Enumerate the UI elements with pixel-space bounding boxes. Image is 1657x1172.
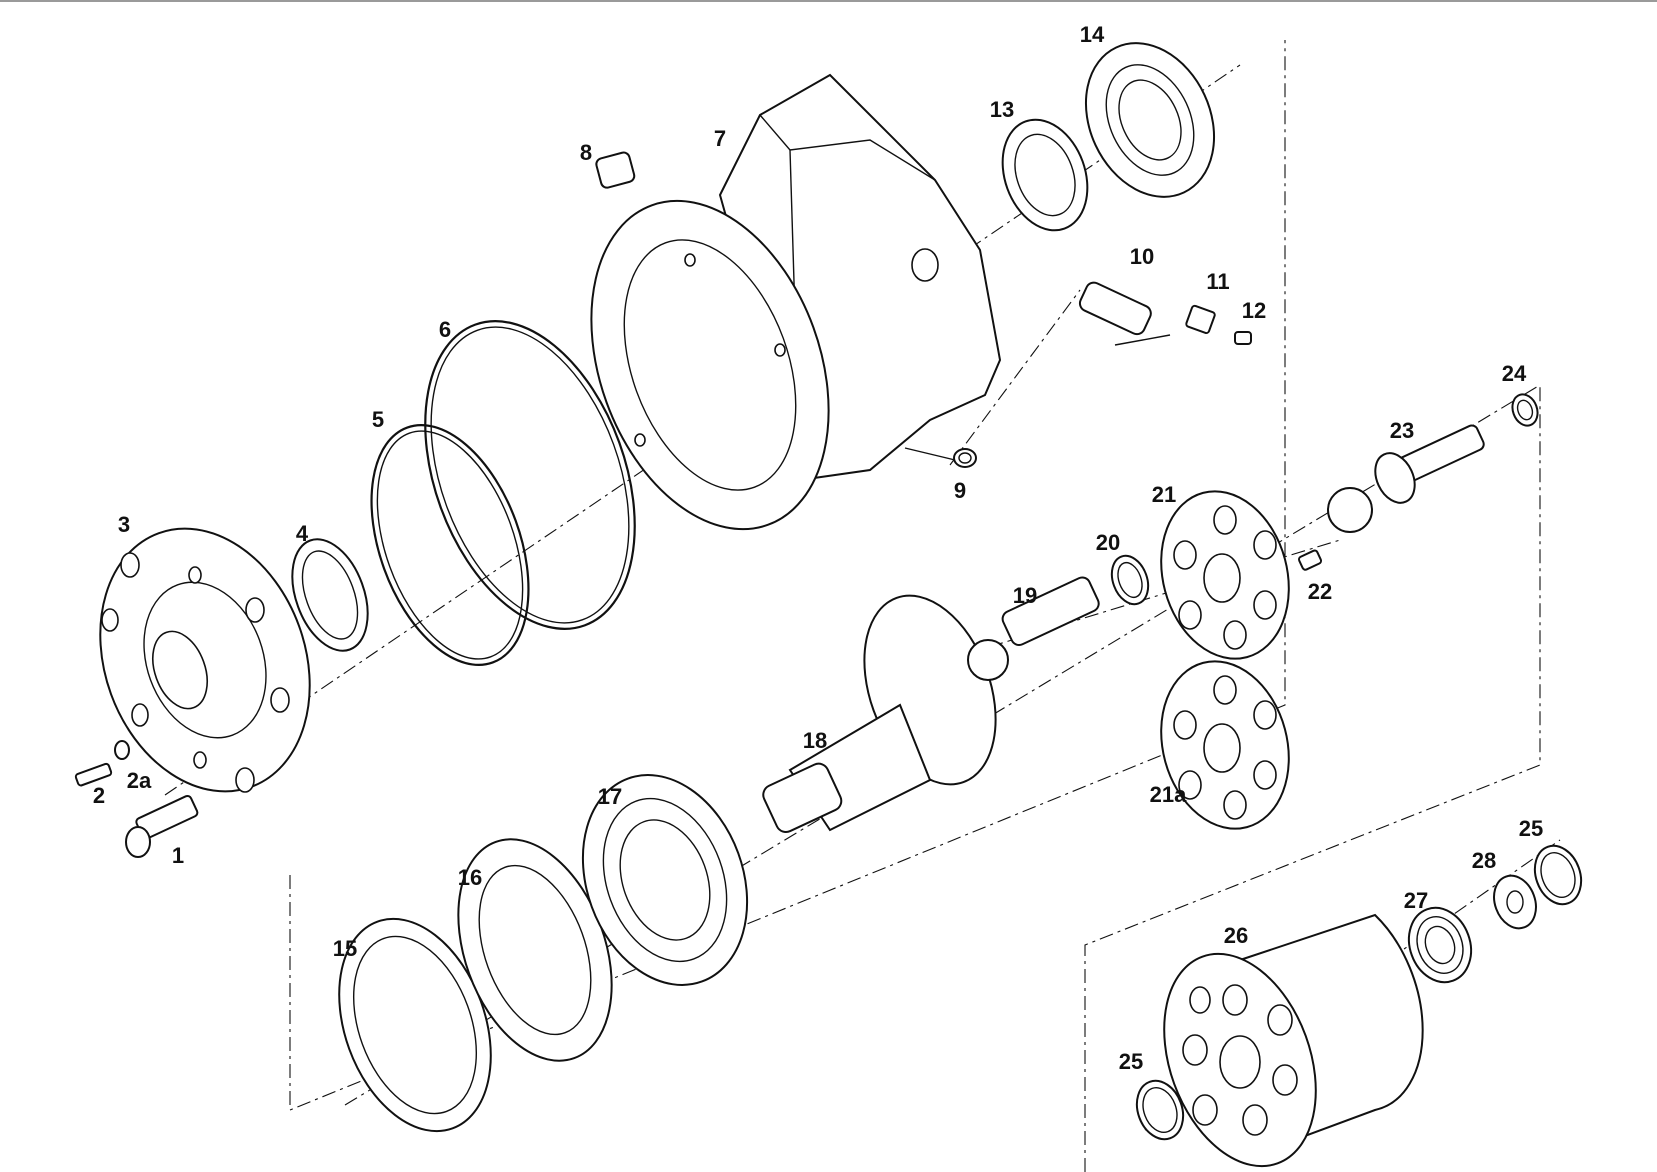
bolt [125, 794, 199, 858]
lock-nut-small [1185, 304, 1216, 335]
label-part-6: 6 [439, 317, 451, 342]
circlip-right [1533, 844, 1583, 906]
label-part-4: 4 [296, 521, 309, 546]
slotted-nut [1001, 118, 1089, 232]
top-border-line [0, 0, 1657, 2]
label-part-24: 24 [1502, 361, 1527, 386]
label-part-10: 10 [1130, 244, 1154, 269]
spring [1407, 906, 1473, 984]
leader-lines [904, 334, 1171, 461]
flange-cover [99, 527, 311, 793]
o-ring-small [370, 424, 530, 666]
retaining-ring [1110, 554, 1150, 606]
screw [74, 762, 113, 787]
group-boundary-lines [289, 40, 1541, 1172]
circlip-left [1135, 1079, 1185, 1141]
drive-shaft [762, 594, 997, 834]
label-part-19: 19 [1013, 583, 1037, 608]
roller-bearing [581, 774, 749, 986]
plate-screw [1297, 549, 1323, 571]
gasket [338, 917, 492, 1133]
label-part-7: 7 [714, 126, 726, 151]
seal-ring [291, 538, 369, 652]
label-part-1: 1 [172, 843, 184, 868]
small-screw [1234, 331, 1252, 345]
label-part-3: 3 [118, 512, 130, 537]
label-part-2: 2 [93, 783, 105, 808]
label-part-18: 18 [803, 728, 827, 753]
label-part-21: 21 [1152, 482, 1176, 507]
label-part-12: 12 [1242, 298, 1266, 323]
motor-housing [590, 73, 1002, 531]
label-part-11: 11 [1206, 269, 1229, 294]
tapered-bearing [1084, 42, 1216, 198]
label-part-26: 26 [1224, 923, 1248, 948]
piston-rod [1327, 424, 1485, 533]
label-part-15: 15 [333, 936, 357, 961]
spring-seat [1493, 874, 1537, 930]
plug [595, 151, 636, 189]
piston-ring [1511, 393, 1539, 427]
label-part-5: 5 [372, 407, 384, 432]
washer [114, 740, 130, 760]
label-part-9: 9 [954, 478, 966, 503]
label-part-2a: 2a [127, 768, 152, 793]
label-part-23: 23 [1390, 418, 1414, 443]
bearing-cover [457, 838, 613, 1062]
cylinder-block [1163, 913, 1424, 1168]
label-part-21a: 21a [1150, 782, 1187, 807]
centering-pin [967, 576, 1100, 681]
retaining-plate-alternative [1160, 660, 1290, 830]
retaining-plate [1160, 490, 1290, 660]
label-part-8: 8 [580, 140, 592, 165]
o-ring-large [424, 320, 636, 630]
small-o-ring [953, 448, 977, 468]
label-part-16: 16 [458, 865, 482, 890]
part-labels: 1 2 2a 3 4 5 6 7 8 9 10 11 12 13 14 15 1… [93, 22, 1543, 1074]
label-part-20: 20 [1096, 530, 1120, 555]
label-part-27: 27 [1404, 888, 1428, 913]
label-part-22: 22 [1308, 579, 1332, 604]
label-part-17: 17 [598, 784, 622, 809]
valve-insert [1078, 281, 1152, 336]
label-part-13: 13 [990, 97, 1014, 122]
label-part-28: 28 [1472, 848, 1496, 873]
label-part-25-right: 25 [1519, 816, 1543, 841]
label-part-25-left: 25 [1119, 1049, 1143, 1074]
label-part-14: 14 [1080, 22, 1105, 47]
